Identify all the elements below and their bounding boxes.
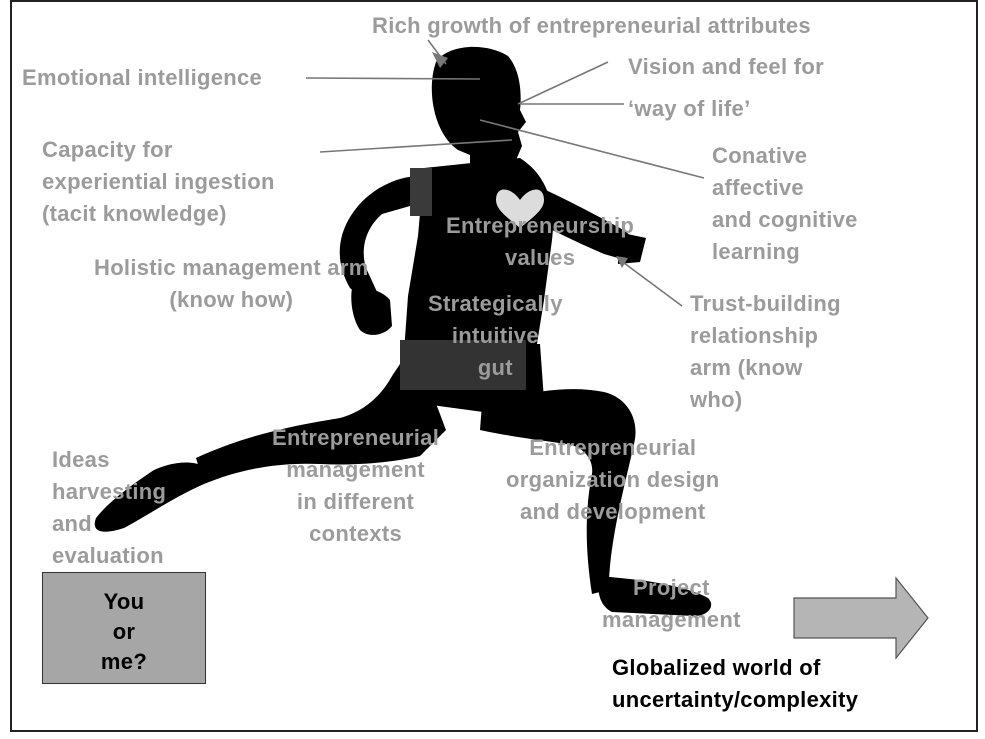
leader-conative [479,119,705,179]
leader-lines [305,39,705,307]
leader-arrowhead-rich-growth [432,52,448,68]
label-holistic: Holistic management arm (know how) [94,255,369,312]
runner-front-foot [598,576,712,616]
leader-capacity [319,139,513,153]
label-vision: Vision and feel for ‘way of life’ [628,54,824,121]
right-arrow-icon [793,576,929,660]
label-ideas: Ideas harvesting and evaluation [52,447,167,568]
leader-arrowhead-trust [616,256,628,268]
runner-rear-fist [351,287,392,335]
runner-front-arm [520,178,640,262]
you-or-me-box: You or me? [42,572,206,684]
label-values: Entrepreneurship values [446,213,635,270]
runner-rear-arm [339,176,420,298]
leader-trust [619,259,683,307]
you-or-me-label: You or me? [100,589,148,674]
label-gut: Strategically intuitive gut [428,291,563,380]
label-capacity: Capacity for experiential ingestion (tac… [42,137,275,226]
label-ent-management: Entrepreneurial management in different … [272,425,440,546]
hip-patch [400,340,526,390]
runner-front-thigh [480,389,636,594]
leader-emotional [305,77,481,80]
runner-rear-foot [94,462,204,532]
runner-head [431,46,526,160]
label-trust: Trust-building relationship arm (know wh… [690,291,841,412]
heart-icon [496,189,544,228]
label-emotional-intelligence: Emotional intelligence [22,65,263,90]
label-rich-growth: Rich growth of entrepreneurial attribute… [372,13,811,38]
leader-vision-1 [517,61,609,105]
label-org-design: Entrepreneurial organization design and … [506,435,720,524]
runner-front-hand [618,232,646,264]
runner-rear-thigh [196,352,446,484]
label-globalized: Globalized world of uncertainty/complexi… [612,655,859,712]
shoulder-patch [410,168,432,216]
label-project: Project management [602,575,741,632]
label-conative: Conative affective and cognitive learnin… [712,143,858,264]
